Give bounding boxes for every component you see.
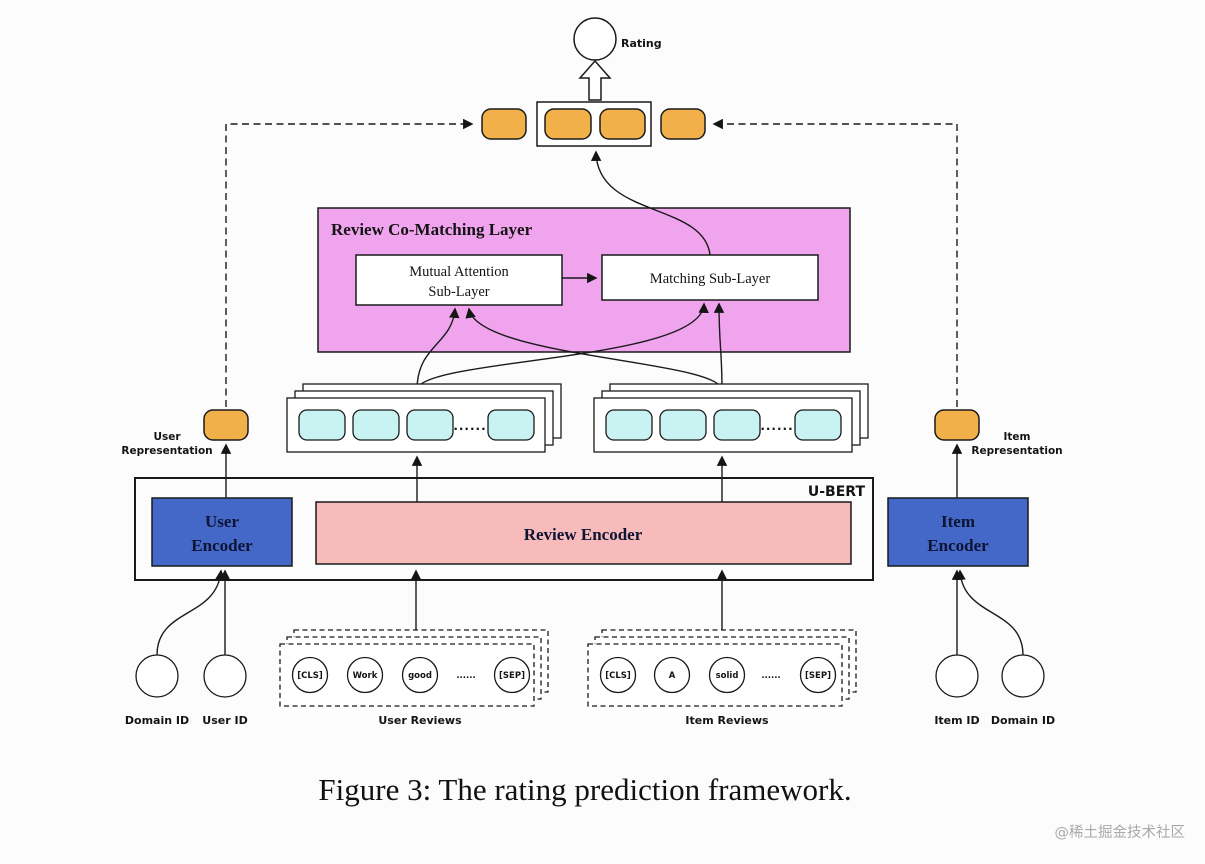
item-id-node [935, 654, 979, 698]
item-reviews-to-mutual-arrow [465, 307, 723, 391]
token-node [346, 656, 384, 694]
user-representation-dashed-connector [225, 118, 474, 407]
user-representation: User Representation [121, 409, 249, 457]
review-token-box [794, 409, 842, 441]
token-label: [SEP] [805, 671, 831, 681]
domain-id-left-arrow [156, 569, 226, 656]
token-node [599, 656, 637, 694]
rating-node [573, 17, 617, 61]
review-encoder-label: Review Encoder [524, 525, 643, 544]
review-token-box [713, 409, 761, 441]
user-reviews-to-mutual-arrow [416, 307, 460, 391]
item-encoder-box [887, 497, 1029, 567]
token-node [291, 656, 329, 694]
review-token-box [298, 409, 346, 441]
co-matching-layer-title: Review Co-Matching Layer [331, 220, 533, 239]
token-node [708, 656, 746, 694]
user-representation-top-box [481, 108, 527, 140]
rating-output: Rating [573, 17, 662, 101]
item-reviews-to-matching-arrow [713, 302, 725, 391]
fused-right-box [599, 108, 646, 140]
user-review-representation-stack: ...... [286, 383, 562, 453]
item-id-label: Item ID [934, 714, 979, 727]
domain-id-left-node [135, 654, 179, 698]
fused-representation-row [481, 101, 706, 147]
item-encoder-label-line1: Item [941, 512, 975, 531]
review-co-matching-layer: Review Co-Matching Layer Mutual Attentio… [317, 150, 851, 391]
token-label: [SEP] [499, 671, 525, 681]
review-token-box [352, 409, 400, 441]
review-token-box [605, 409, 653, 441]
item-encoder-label-line2: Encoder [927, 536, 989, 555]
fused-left-box [544, 108, 592, 140]
ellipsis: ...... [760, 419, 793, 433]
item-reviews-label: Item Reviews [685, 714, 769, 727]
domain-id-right-node [1001, 654, 1045, 698]
token-node [653, 656, 691, 694]
figure-caption: Figure 3: The rating prediction framewor… [318, 772, 851, 807]
user-encoder-label-line2: Encoder [191, 536, 253, 555]
watermark: @稀土掘金技术社区 [1055, 824, 1186, 841]
item-reviews-input: [CLS] A solid ...... [SEP] Item Reviews [587, 569, 857, 727]
review-token-box [406, 409, 454, 441]
domain-id-right-label: Domain ID [991, 714, 1055, 727]
domain-id-left-label: Domain ID [125, 714, 189, 727]
token-node [401, 656, 439, 694]
matching-sublayer-label: Matching Sub-Layer [650, 271, 771, 287]
token-node [493, 656, 531, 694]
mutual-attention-label-line1: Mutual Attention [409, 264, 509, 280]
user-reviews-input: [CLS] Work good ...... [SEP] User Review… [279, 569, 549, 727]
user-representation-box [203, 409, 249, 441]
item-representation-box [934, 409, 980, 441]
review-token-box [487, 409, 535, 441]
rating-label: Rating [621, 37, 662, 50]
matching-sublayer-box [601, 254, 819, 301]
mutual-attention-label-line2: Sub-Layer [428, 284, 489, 300]
right-id-inputs: Item ID Domain ID [934, 569, 1055, 727]
review-encoder-box [315, 501, 852, 565]
left-id-inputs: Domain ID User ID [125, 569, 248, 727]
user-id-label: User ID [202, 714, 247, 727]
user-reviews-label: User Reviews [378, 714, 462, 727]
token-label: [CLS] [297, 671, 323, 681]
token-label: [CLS] [605, 671, 631, 681]
token-ellipsis: ...... [456, 671, 475, 681]
mutual-attention-sublayer-box [355, 254, 563, 306]
user-encoder-label-line1: User [205, 512, 239, 531]
item-representation-label-line1: Item [1004, 431, 1031, 443]
token-label: good [408, 671, 432, 681]
token-label: solid [716, 671, 739, 681]
domain-id-right-arrow [955, 569, 1024, 656]
user-id-node [203, 654, 247, 698]
ubert-label: U-BERT [808, 484, 866, 500]
token-node [799, 656, 837, 694]
user-representation-label-line2: Representation [121, 445, 212, 457]
item-representation-dashed-connector [712, 118, 958, 407]
token-label: A [669, 671, 676, 681]
user-representation-label-line1: User [153, 431, 181, 443]
matching-to-output-arrow [590, 150, 711, 256]
user-reviews-to-matching-arrow [416, 302, 709, 391]
hollow-up-arrow [578, 59, 612, 101]
token-ellipsis: ...... [761, 671, 780, 681]
ubert-outer-box [134, 477, 874, 581]
review-token-box [659, 409, 707, 441]
ellipsis: ...... [453, 419, 486, 433]
item-representation-label-line2: Representation [971, 445, 1062, 457]
item-review-representation-stack: ...... [593, 383, 869, 453]
item-representation: Item Representation [934, 409, 1063, 457]
item-representation-top-box [660, 108, 706, 140]
ubert-block: U-BERT User Encoder Review Encoder [134, 477, 874, 581]
item-encoder: Item Encoder [887, 497, 1029, 567]
token-label: Work [353, 671, 378, 681]
user-encoder-box [151, 497, 293, 567]
